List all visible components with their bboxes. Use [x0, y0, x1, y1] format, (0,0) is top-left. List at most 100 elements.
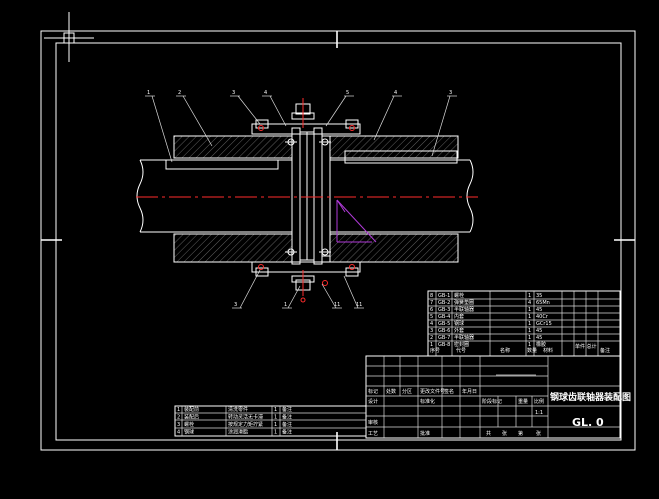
drawing-code: GL. 0: [572, 416, 604, 429]
left-shaft: [136, 159, 292, 233]
svg-text:批准: 批准: [420, 430, 430, 437]
parts-list-cell: 密封圈: [454, 341, 469, 348]
parts-list-cell: 内套: [454, 313, 464, 320]
svg-text:共: 共: [486, 430, 491, 437]
parts-list-cell: 7: [430, 300, 433, 306]
tech-requirement-cell: 按规定力矩拧紧: [228, 421, 263, 428]
balloon-10: 11: [334, 302, 340, 308]
scale-value: 1:1: [535, 410, 543, 416]
svg-text:阶段标记: 阶段标记: [482, 398, 502, 405]
tech-requirement-cell: 涂润滑脂: [228, 429, 248, 436]
svg-text:比例: 比例: [534, 398, 544, 405]
parts-list-cell: 4: [430, 321, 433, 327]
tech-requirement-cell: 备注: [282, 406, 292, 413]
parts-list-cell: 外套: [454, 327, 464, 334]
parts-list-cell: GB-4: [438, 314, 450, 320]
svg-text:张: 张: [502, 430, 507, 437]
tech-requirement-cell: 4: [177, 430, 180, 436]
parts-list-cell: 6: [430, 307, 433, 313]
parts-list-cell: GB-5: [438, 321, 450, 327]
tech-requirement-cell: 螺栓: [184, 421, 194, 428]
tech-requirement-cell: 1: [274, 407, 277, 413]
tech-requirement-cell: 备注: [282, 429, 292, 436]
tech-requirement-cell: 钢球: [184, 429, 194, 436]
balloon-3: 3: [232, 90, 235, 96]
parts-list-cell: 橡胶: [536, 341, 546, 348]
parts-header: 序号 代号 名称 数量 材料 单件 总计 备注: [430, 343, 610, 354]
tech-requirement-cell: 3: [177, 422, 180, 428]
parts-list-cell: 1: [528, 321, 531, 327]
stage-labels: 阶段标记 重量 比例 1:1: [482, 398, 544, 416]
tech-requirement-cell: 2: [177, 415, 180, 421]
balloon-7: 3: [449, 90, 452, 96]
tech-requirement-cell: 备注: [282, 414, 292, 421]
svg-text:处数: 处数: [386, 388, 396, 395]
tech-requirement-cell: 备注: [282, 421, 292, 428]
parts-list-cell: GB-8: [438, 342, 450, 348]
parts-list-cell: 4: [528, 300, 531, 306]
right-hub-upper: [329, 135, 459, 159]
balloon-1: 1: [147, 90, 150, 96]
parts-list-cell: GB-2: [438, 300, 450, 306]
svg-text:年月日: 年月日: [462, 388, 477, 395]
balloon-5: 5: [346, 90, 349, 96]
center-flanges: [291, 127, 331, 265]
role-labels: 设计 标准化 审核 工艺 批准: [368, 398, 435, 437]
balloon-4: 4: [264, 90, 267, 96]
parts-list-cell: GB-1: [438, 293, 450, 299]
centering-marks: [41, 31, 635, 450]
parts-list-cell: 1: [528, 335, 531, 341]
parts-list-cell: 半联轴器: [454, 334, 474, 341]
svg-text:分区: 分区: [402, 388, 412, 395]
balloon-8: 3: [234, 302, 237, 308]
parts-list-cell: GB-6: [438, 328, 450, 334]
svg-text:签名: 签名: [444, 388, 454, 395]
tech-requirement-cell: 清洗零件: [228, 406, 248, 413]
svg-text:标准化: 标准化: [420, 398, 435, 405]
parts-list-cell: 3: [430, 328, 433, 334]
leaders: [145, 95, 457, 309]
parts-list-cell: 45: [536, 307, 542, 313]
title-block: 标记 处数 分区 更改文件号 签名 年月日 设计 标准化 审核 工艺 批准 阶段…: [365, 355, 631, 439]
right-hub-lower: [329, 233, 459, 263]
parts-list-cell: 螺栓: [454, 292, 464, 299]
parts-list-cell: GB-7: [438, 335, 450, 341]
svg-text:更改文件号: 更改文件号: [420, 388, 445, 395]
parts-list-cell: 1: [430, 342, 433, 348]
parts-list-cell: 65Mn: [536, 300, 550, 306]
revision-labels: 标记 处数 分区 更改文件号 签名 年月日: [368, 388, 477, 395]
svg-text:数量: 数量: [527, 347, 537, 354]
inner-frame: [55, 42, 622, 441]
svg-text:第: 第: [518, 430, 523, 437]
svg-text:审核: 审核: [368, 419, 378, 426]
svg-text:张: 张: [536, 430, 541, 437]
svg-text:材料: 材料: [543, 347, 553, 354]
parts-list-cell: 1: [528, 342, 531, 348]
tech-requirement-cell: 1: [274, 415, 277, 421]
svg-text:工艺: 工艺: [368, 431, 378, 437]
tech-requirement-cell: 装配前: [184, 406, 199, 413]
svg-text:代号: 代号: [456, 347, 466, 354]
left-hub-lower: [173, 233, 293, 263]
crosshair-cursor: [44, 12, 94, 62]
parts-list-cell: 1: [528, 314, 531, 320]
balloon-2: 2: [178, 90, 181, 96]
section-indicator: [336, 199, 377, 243]
parts-list-cell: 45: [536, 335, 542, 341]
parts-list-cell: GCr15: [536, 321, 552, 327]
svg-text:重量: 重量: [518, 398, 528, 405]
svg-text:单件 总计: 单件 总计: [575, 343, 597, 350]
balloon-11: 11: [356, 302, 362, 308]
svg-text:序号: 序号: [430, 347, 440, 354]
parts-list-cell: 40Cr: [536, 314, 549, 320]
sheet-labels: 共 张 第 张: [486, 430, 541, 437]
parts-list-cell: 1: [528, 328, 531, 334]
svg-text:名称: 名称: [500, 347, 510, 354]
drawing-title: 钢球齿联轴器装配图: [550, 391, 631, 403]
svg-text:设计: 设计: [368, 398, 378, 405]
left-hub-upper: [173, 135, 293, 159]
tech-requirement-cell: 1: [274, 430, 277, 436]
parts-list-cell: 弹簧垫圈: [454, 299, 474, 306]
